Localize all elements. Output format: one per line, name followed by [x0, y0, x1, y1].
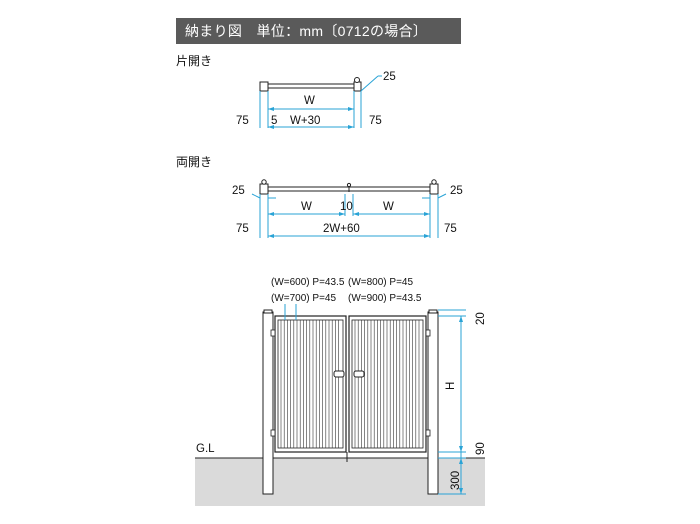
dim-single-width: W: [304, 95, 315, 107]
dim-double-right-post: 75: [444, 223, 457, 235]
dim-elev-top: 20: [475, 312, 487, 325]
dim-single-right-post: 75: [369, 115, 382, 127]
left-leaf-slats: [280, 320, 339, 448]
drawing-title: 納まり図 単位：mm〔0712の場合〕: [176, 18, 461, 44]
single-swing-label: 片開き: [176, 54, 213, 68]
right-handle: [353, 370, 365, 378]
dim-double-gap-left: 25: [232, 185, 245, 197]
pitch-note-w600: (W=600) P=43.5: [271, 277, 345, 288]
single-right-post: [353, 81, 362, 92]
dim-double-center-gap: 10: [340, 201, 353, 213]
dim-elev-bottom-gap: 90: [475, 442, 487, 455]
double-left-post: [259, 183, 269, 195]
right-gate-leaf: [348, 315, 427, 453]
dim-single-overall: W+30: [290, 115, 320, 127]
dim-double-gap-right: 25: [450, 185, 463, 197]
ground-fill: [195, 458, 485, 506]
pitch-note-w700: (W=700) P=45: [271, 293, 336, 304]
double-swing-plan: 25 25 W 10 W 75 2W+60 75: [232, 179, 463, 238]
pitch-note-w800: (W=800) P=45: [348, 277, 413, 288]
single-swing-plan: 25 W 75 5 W+30 75: [236, 71, 396, 129]
left-handle: [333, 370, 345, 378]
double-swing-label: 両開き: [176, 155, 213, 169]
dim-elev-height: H: [445, 382, 457, 390]
dim-double-overall: 2W+60: [323, 223, 360, 235]
dim-double-left-post: 75: [236, 223, 249, 235]
double-right-post: [429, 183, 439, 195]
ground-label: G.L: [196, 443, 215, 455]
single-gate-leaf: [267, 83, 355, 89]
left-gate-leaf: [274, 315, 347, 453]
dim-elev-embed: 300: [450, 471, 462, 490]
single-left-post: [259, 81, 269, 92]
dim-single-clearance: 5: [271, 115, 277, 127]
single-latch: [354, 77, 360, 83]
dim-double-width-left: W: [301, 201, 312, 213]
dim-single-gap: 25: [383, 71, 396, 83]
right-post: [427, 311, 439, 495]
dim-double-width-right: W: [383, 201, 394, 213]
gate-elevation: G.L (W=600) P=43.5 (W=800) P=45 (W=700) …: [195, 277, 487, 506]
dim-single-left-post: 75: [236, 115, 249, 127]
pitch-note-w900: (W=900) P=43.5: [348, 293, 422, 304]
left-post: [262, 311, 274, 495]
right-leaf-slats: [354, 320, 420, 448]
